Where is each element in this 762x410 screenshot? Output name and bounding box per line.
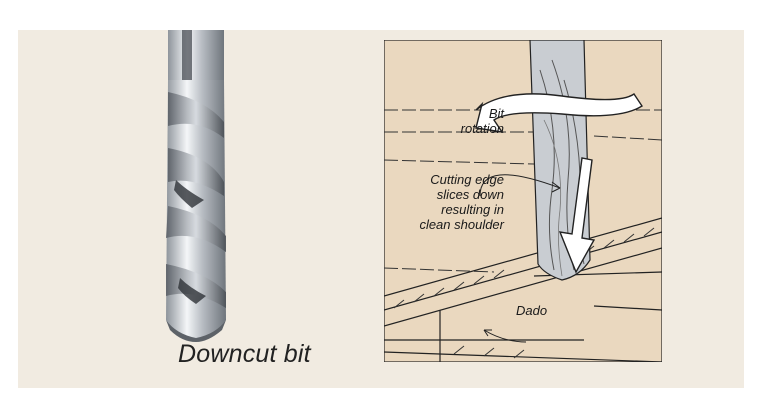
cutting-direction-arrow bbox=[558, 157, 596, 274]
figure-panel: Downcut bit bbox=[18, 30, 744, 388]
dado-illustration bbox=[384, 40, 662, 362]
downcut-bit-photo bbox=[166, 30, 226, 342]
dado-leader bbox=[483, 329, 527, 343]
cutting-edge-leader bbox=[479, 174, 561, 197]
cutting-edge-label: Cutting edge slices down resulting in cl… bbox=[419, 172, 504, 232]
bit-rotation-label: Bit rotation bbox=[460, 106, 504, 136]
workpiece bbox=[384, 217, 662, 362]
dado-label: Dado bbox=[516, 303, 548, 318]
bit-shank bbox=[168, 30, 224, 80]
rotation-arrow bbox=[475, 93, 643, 133]
bit-caption: Downcut bit bbox=[178, 340, 311, 368]
